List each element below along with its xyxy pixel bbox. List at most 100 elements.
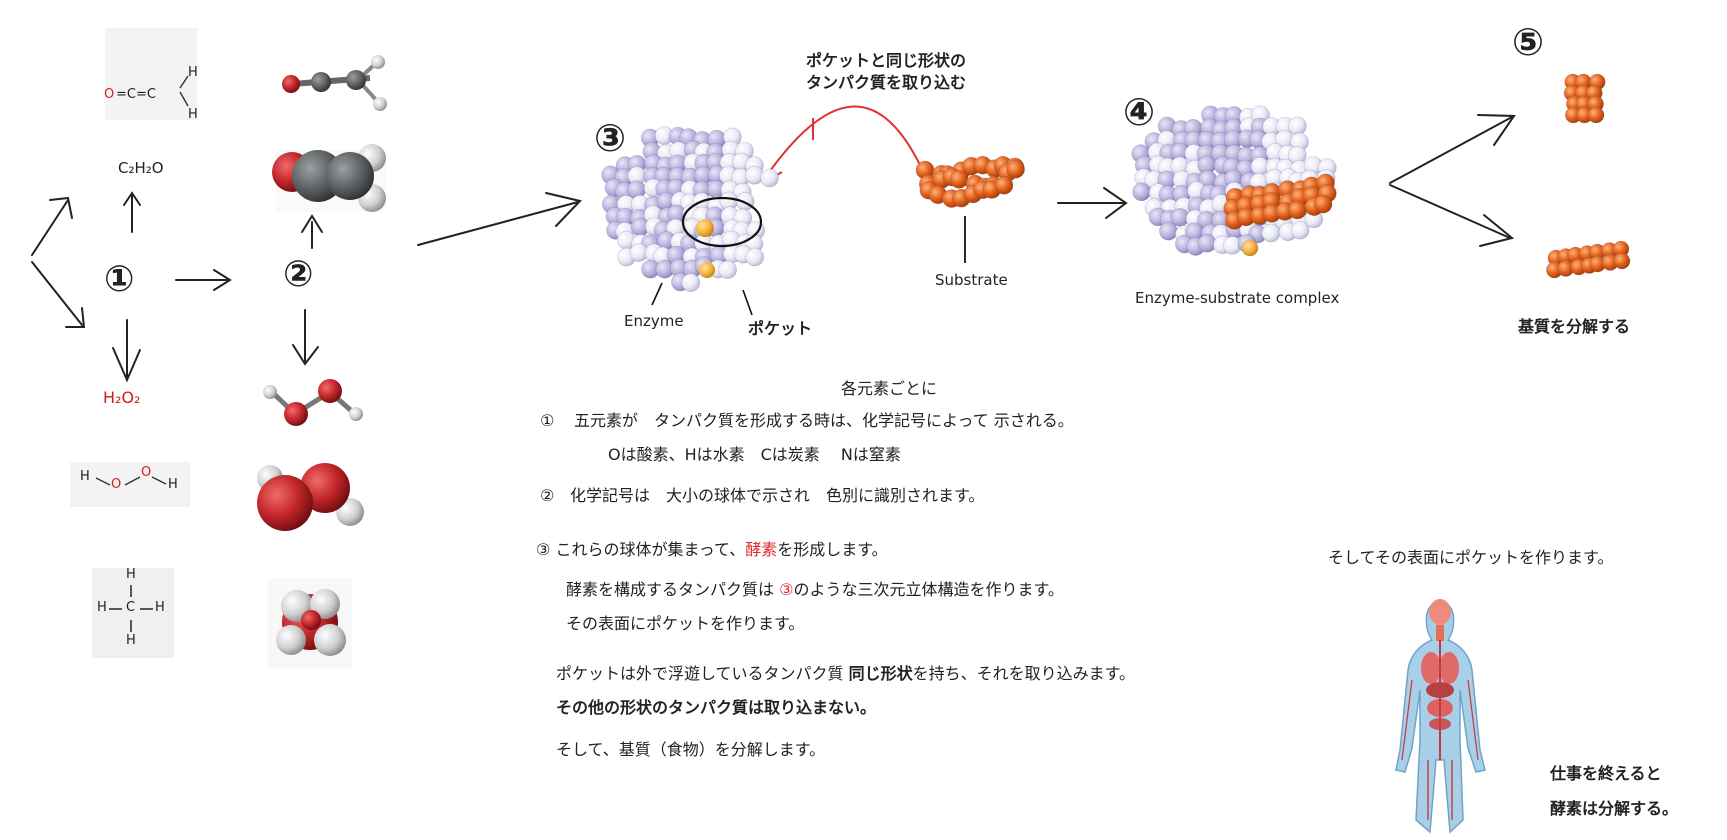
text-line6: ポケットは外で浮遊しているタンパク質 同じ形状を持ち、それを取り込みます。 (556, 664, 1136, 683)
text-line3-enzyme: 酵素 (745, 540, 778, 559)
enzyme-light-sphere (718, 260, 737, 280)
enzyme-light-sphere (745, 247, 765, 267)
panel-structure-c2h2o (105, 28, 197, 120)
structure-o-label: O (104, 87, 115, 102)
panel-ch4 (92, 568, 174, 658)
text-line3-number: ③ (536, 540, 551, 559)
arrowhead-top-left (49, 196, 73, 219)
enzyme-3-pocket (651, 196, 763, 316)
decompose-label: 基質を分解する (1518, 317, 1631, 336)
model-h2o2-spacefill (257, 463, 364, 531)
text-line6-post: を持ち、それを取り込みます。 (912, 664, 1136, 683)
arrowhead-1-down (112, 347, 141, 383)
pocket-label: ポケット (748, 319, 813, 338)
ch4-c: C (126, 600, 136, 615)
structure-h-top: H (188, 65, 198, 80)
enzyme-light-sphere (760, 168, 779, 188)
text-line6-same-shape: 同じ形状 (848, 664, 913, 683)
arrowhead-4-to-5-up (1477, 114, 1516, 146)
hooh-h-left: H (80, 469, 90, 484)
enzyme-light-sphere (1261, 223, 1281, 243)
step-number-2: ② (283, 254, 314, 295)
complex-label: Enzyme-substrate complex (1135, 289, 1340, 307)
done-line1: 仕事を終えると (1550, 764, 1662, 783)
arrowhead-3-to-4 (1103, 187, 1128, 219)
text-line8: そして、基質（食物）を分解します。 (556, 740, 826, 759)
enzyme-sphere (1132, 182, 1151, 202)
ch4-h-left: H (97, 600, 107, 615)
text-line1-number: ① (540, 411, 555, 430)
hooh-h-right: H (168, 477, 178, 492)
step-number-4: ④ (1123, 90, 1156, 134)
product-fragment-top (1563, 73, 1606, 124)
hooh-o-right: O (141, 465, 152, 480)
human-body-figure (1395, 599, 1486, 834)
substrate-sphere (949, 170, 969, 189)
text-line1-elements: Oは酸素、Hは水素 Cは炭素 Nは窒素 (608, 445, 901, 464)
red-curved-arrow (753, 105, 921, 184)
text-line6-pre: ポケットは外で浮遊しているタンパク質 (556, 664, 844, 683)
arrowhead-1-up (123, 191, 141, 206)
text-line4-number: ③ (779, 580, 794, 599)
arrow-4-to-5-up (1389, 116, 1513, 184)
structure-ch4-lines (109, 585, 153, 632)
text-line4-post: のような三次元立体構造を作ります。 (793, 580, 1064, 599)
text-line1: 五元素が タンパク質を形成する時は、化学記号によって 示される。 (574, 411, 1074, 430)
enzyme-label: Enzyme (624, 312, 684, 330)
step-number-5: ⑤ (1512, 20, 1545, 64)
text-heading: 各元素ごとに (841, 379, 938, 398)
text-line2: 化学記号は 大小の球体で示され 色別に識別されます。 (570, 486, 985, 505)
model-ch4-spacefill (268, 578, 352, 668)
step-number-3: ③ (594, 116, 627, 160)
enzyme-sphere (1159, 221, 1178, 241)
enzyme-3-model (601, 126, 779, 292)
substrate-label: Substrate (935, 271, 1008, 289)
ch4-h-right: H (155, 600, 165, 615)
pocket-note-line2: タンパク質を取り込む (806, 73, 967, 92)
text-line3: ③ これらの球体が集まって、酵素を形成します。 (536, 540, 888, 559)
arrowhead-1-to-2 (213, 269, 232, 291)
ch4-h-top: H (126, 567, 136, 582)
formula-c2h2o: C₂H₂O (118, 159, 164, 177)
text-line4-pre: 酵素を構成するタンパク質は (566, 580, 780, 599)
step-number-1: ① (104, 259, 135, 300)
model-c2h2o-spacefill (272, 144, 386, 212)
arrowhead-2-up (301, 214, 323, 233)
substrate-sphere (1006, 159, 1025, 179)
formula-h2o2: H₂O₂ (103, 388, 141, 407)
substrate-model (915, 155, 1025, 208)
text-line3-post: を形成します。 (777, 540, 888, 559)
enzyme-light-sphere (1290, 220, 1310, 240)
arrowhead-2-down (292, 344, 319, 366)
structure-h-bottom: H (188, 107, 198, 122)
structure-hooh-lines (95, 476, 167, 486)
panel-hooh (70, 462, 190, 507)
arrowhead-2-to-3 (545, 192, 582, 227)
structure-c2h2o-lines (179, 75, 189, 107)
bound-substrate-sphere (1288, 200, 1307, 220)
arrow-to-top-left (31, 199, 69, 256)
substrate-sphere (994, 176, 1014, 195)
text-line2-number: ② (540, 486, 555, 505)
pocket-note-line1: ポケットと同じ形状の (806, 51, 967, 70)
done-line2: 酵素は分解する。 (1550, 799, 1679, 818)
arrows (31, 114, 1516, 383)
pocket-sphere (1241, 239, 1259, 257)
bound-substrate-sphere (1313, 194, 1333, 214)
hooh-o-left: O (111, 477, 122, 492)
surface-note: そしてその表面にポケットを作ります。 (1328, 548, 1614, 567)
substrate-sphere (1587, 106, 1605, 124)
text-line5: その表面にポケットを作ります。 (566, 614, 805, 633)
enzyme-4-complex-model (1131, 105, 1337, 257)
enzyme-light-sphere (1288, 116, 1307, 136)
arrowhead-bottom-left (65, 307, 86, 328)
text-line4: 酵素を構成するタンパク質は ③のような三次元立体構造を作ります。 (566, 580, 1064, 599)
substrate-sphere (1613, 252, 1631, 270)
structure-chain-label: =C=C (116, 87, 156, 102)
arrow-2-to-3 (417, 201, 579, 246)
arrow-4-to-5-down (1389, 184, 1511, 239)
text-line3-pre: これらの球体が集まって、 (555, 540, 746, 559)
ch4-h-bottom: H (126, 633, 136, 648)
product-fragment-bottom (1546, 240, 1631, 279)
